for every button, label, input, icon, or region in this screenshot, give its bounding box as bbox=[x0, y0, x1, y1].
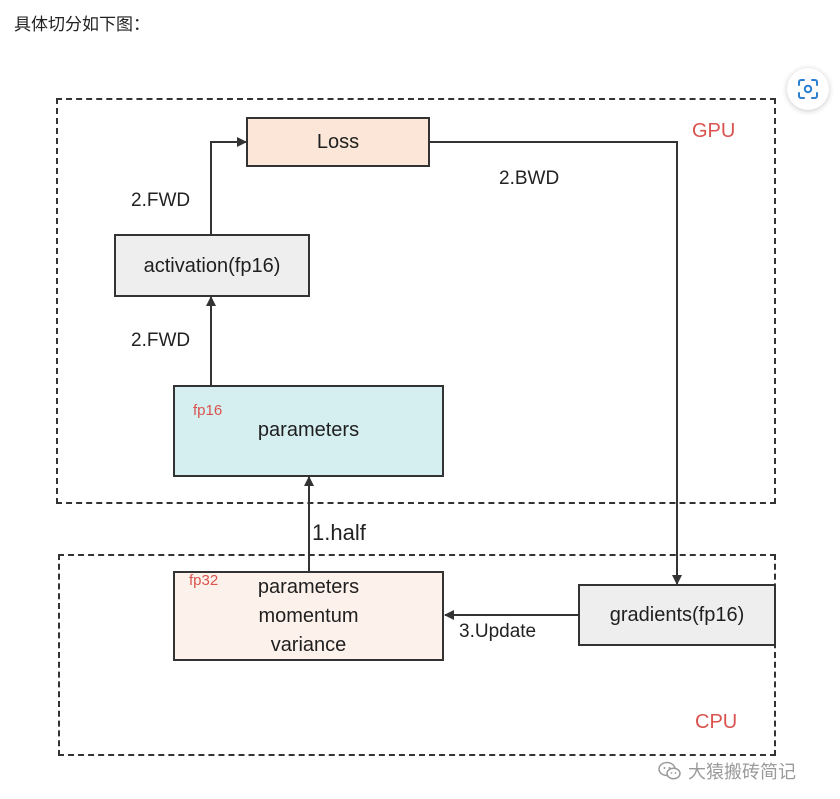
cpu-parameters-label: parameters bbox=[257, 575, 360, 598]
activation-label: activation(fp16) bbox=[143, 254, 281, 277]
gpu-parameters-node: parameters bbox=[173, 385, 444, 477]
cpu-variance-label: variance bbox=[270, 633, 347, 656]
gpu-region-label: GPU bbox=[692, 120, 736, 142]
arrow-loss-to-gradients bbox=[430, 141, 682, 585]
fwd-to-activation-label: 2.FWD bbox=[131, 330, 191, 351]
gpu-region bbox=[56, 98, 776, 504]
wechat-icon bbox=[658, 761, 681, 780]
scan-button[interactable] bbox=[787, 68, 829, 110]
gpu-parameters-precision-tag: fp16 bbox=[193, 402, 223, 419]
fwd-to-loss-label: 2.FWD bbox=[131, 190, 191, 211]
activation-node: activation(fp16) bbox=[114, 234, 310, 297]
arrow-activation-to-loss bbox=[210, 137, 247, 234]
cpu-region bbox=[58, 554, 776, 756]
gradients-node: gradients(fp16) bbox=[578, 584, 776, 646]
cpu-optimizer-states-node: parameters momentum variance bbox=[173, 571, 444, 661]
intro-text: 具体切分如下图： bbox=[14, 15, 150, 35]
loss-node: Loss bbox=[246, 117, 430, 167]
loss-label: Loss bbox=[316, 131, 360, 153]
bwd-label: 2.BWD bbox=[499, 168, 560, 189]
cpu-states-precision-tag: fp32 bbox=[189, 572, 219, 589]
cpu-region-label: CPU bbox=[695, 711, 738, 733]
update-label: 3.Update bbox=[459, 621, 537, 642]
half-label: 1.half bbox=[312, 520, 366, 545]
gradients-label: gradients(fp16) bbox=[609, 604, 745, 626]
gpu-parameters-label: parameters bbox=[257, 419, 360, 441]
watermark-text: 大猿搬砖简记 bbox=[688, 762, 796, 783]
cpu-momentum-label: momentum bbox=[258, 604, 359, 627]
watermark: 大猿搬砖简记 bbox=[658, 758, 796, 784]
scan-icon bbox=[798, 79, 818, 99]
